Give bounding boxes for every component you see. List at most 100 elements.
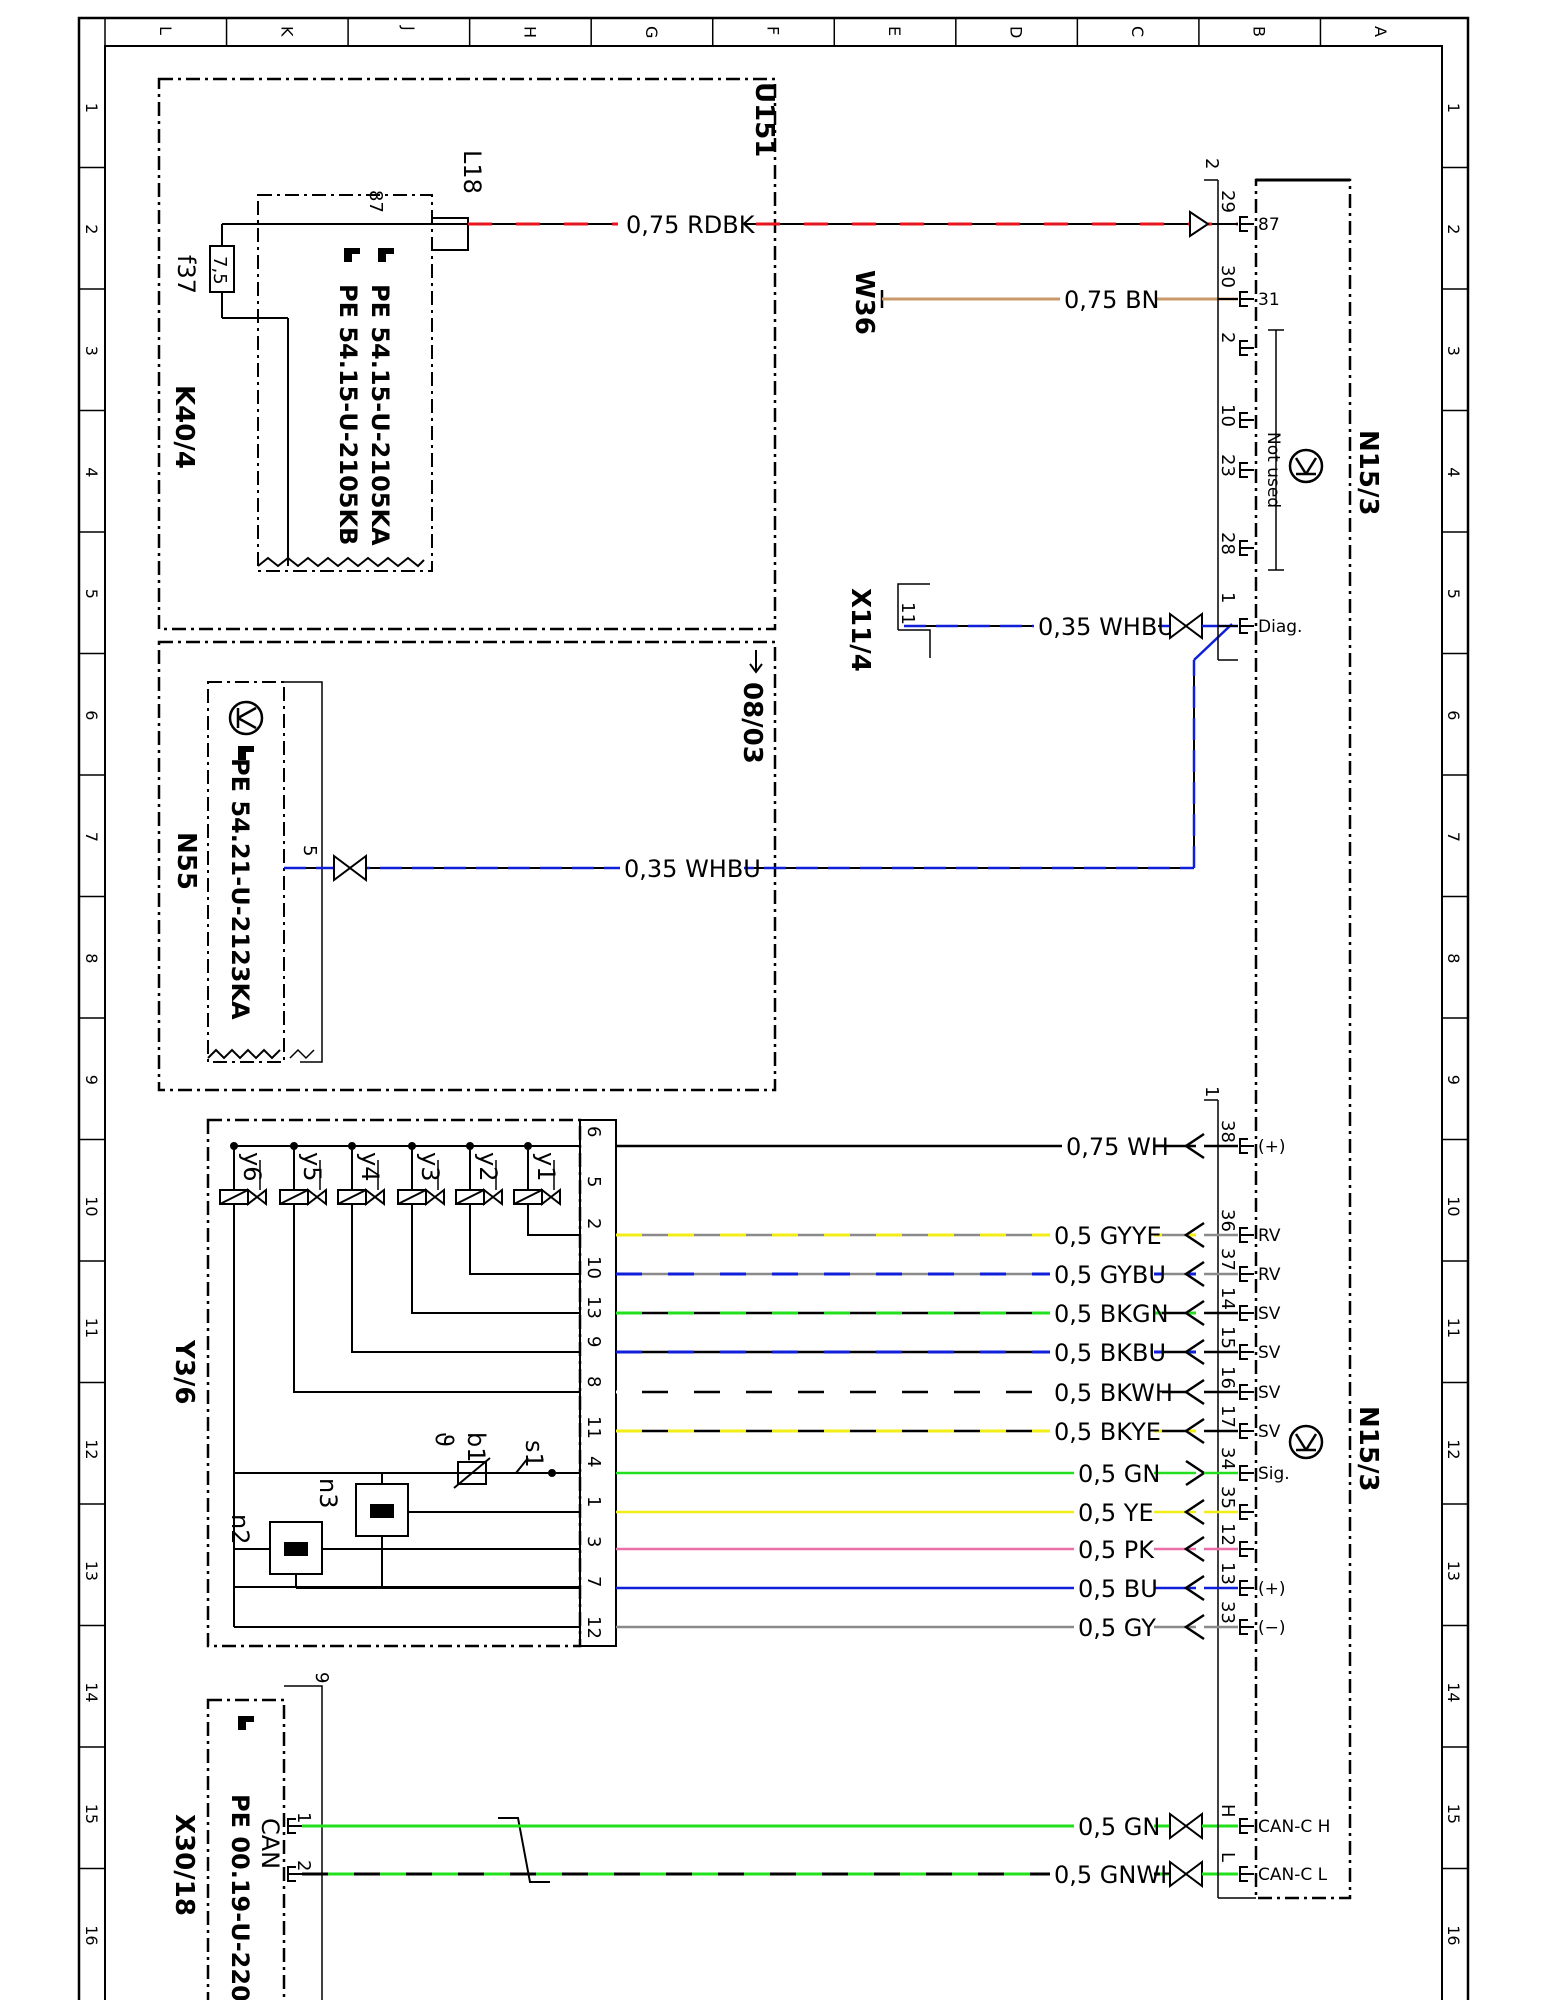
pin-marker	[1239, 1541, 1254, 1557]
grid-row-number: 9	[82, 1075, 101, 1085]
wire-rdbk-label: 0,75 RDBK	[626, 211, 756, 239]
n55-outer-box	[157, 640, 777, 1092]
pin-function: (+)	[1258, 1579, 1286, 1599]
wire-label-bg	[1050, 1261, 1154, 1287]
can-label: CAN	[256, 1818, 284, 1869]
can-connector	[1169, 1812, 1203, 1840]
pin-marker	[1239, 1866, 1254, 1882]
pin-function: RV	[1258, 1226, 1281, 1246]
grid-row-number: 6	[82, 710, 101, 720]
y36-pin-number: 1	[583, 1496, 604, 1507]
valve-coil-diag	[337, 1189, 367, 1205]
wire-label-bg	[1050, 1379, 1154, 1405]
grid-row-number: 1	[1444, 103, 1463, 113]
wire-label: 0,5 YE	[1078, 1499, 1154, 1527]
wire-label-bg	[1050, 1222, 1154, 1248]
y36-pin-number: 5	[583, 1176, 604, 1187]
pin-marker	[1239, 1138, 1254, 1154]
y36-pin-number: 8	[583, 1376, 604, 1387]
wire-label: 0,5 BKYE	[1054, 1418, 1161, 1446]
valve-node	[408, 1142, 416, 1150]
wire-arrow	[1183, 1498, 1205, 1526]
pin-function: (+)	[1258, 1137, 1286, 1157]
wire-label-bg	[1074, 1460, 1154, 1486]
pin-function: SV	[1258, 1343, 1281, 1363]
valve-label: y2	[474, 1152, 502, 1181]
pin-number: 16	[1217, 1366, 1238, 1389]
wire-label: 0,5 GYBU	[1054, 1261, 1166, 1289]
wire-arrow	[1183, 1417, 1205, 1445]
pin-marker	[1239, 1619, 1254, 1635]
ref-arrow-icon	[749, 650, 763, 674]
pin-number: 14	[1217, 1287, 1238, 1310]
grid-row-number: 3	[82, 346, 101, 356]
wire-bn-label: 0,75 BN	[1064, 286, 1159, 314]
wire-whbu2-label-bg	[620, 856, 744, 880]
grid-letter: D	[1007, 26, 1026, 38]
grid-row-number: 4	[82, 467, 101, 477]
valve-label: y1	[532, 1152, 560, 1181]
switch-s1	[515, 1457, 580, 1477]
grid-letter: H	[520, 26, 539, 38]
valve-coil-diag	[513, 1189, 543, 1205]
valve-return	[411, 1204, 580, 1314]
wire-label-bg	[1050, 1339, 1154, 1365]
n55-break	[207, 1048, 281, 1060]
pin-marker	[1239, 1227, 1254, 1243]
wire-arrow	[1183, 1299, 1205, 1327]
grid-row-number: 10	[82, 1196, 101, 1216]
pin-number: 35	[1217, 1486, 1238, 1509]
pin-function: 31	[1258, 290, 1280, 310]
wire-arrow	[1183, 1260, 1205, 1288]
unused-pin-number: 10	[1217, 404, 1238, 427]
grid-row-number: 4	[1444, 467, 1463, 477]
unused-pin-number: 2	[1217, 332, 1238, 343]
wire-label-bg	[1050, 1418, 1154, 1444]
valve-node	[348, 1142, 356, 1150]
valve-symbol	[541, 1187, 561, 1207]
grid-letter: B	[1250, 26, 1269, 37]
pin-function: Diag.	[1258, 617, 1302, 637]
s1-label: s1	[520, 1440, 548, 1468]
can-pin: H	[1217, 1804, 1238, 1818]
x30-18-box	[206, 1698, 286, 2000]
k40-4-label: K40/4	[169, 385, 199, 469]
fuse-f37	[209, 223, 289, 566]
grid-row-number: 14	[82, 1682, 101, 1702]
x30-18-bracket	[284, 1685, 323, 2000]
x11-4-label: X11/4	[845, 588, 875, 672]
k40-4-box	[257, 194, 433, 572]
y36-pin-number: 7	[583, 1576, 604, 1587]
pin-function: Sig.	[1258, 1464, 1290, 1484]
pin-number: 30	[1217, 265, 1238, 288]
n55-box	[207, 681, 285, 1063]
n55-bracket	[284, 681, 323, 1063]
valve-node	[524, 1142, 532, 1150]
pin-number: 34	[1217, 1447, 1238, 1470]
pin-function: SV	[1258, 1304, 1281, 1324]
pin-number: 37	[1217, 1248, 1238, 1271]
wire-label-bg	[1074, 1575, 1154, 1601]
pe-k40-a: PE 54.15-U-2105KA	[366, 284, 394, 546]
grid-letter: A	[1371, 26, 1390, 37]
wire-label-bg	[1074, 1499, 1154, 1525]
grid-row-number: 5	[82, 589, 101, 599]
unused-pin-number: 28	[1217, 532, 1238, 555]
pin-marker	[1239, 1266, 1254, 1282]
n55-label: N55	[171, 832, 201, 890]
wire-label-bg	[1074, 1536, 1154, 1562]
grid-row-number: 14	[1444, 1682, 1463, 1702]
grid-row-number: 2	[82, 224, 101, 234]
transistor-icon	[228, 700, 264, 736]
valve-label: y6	[238, 1152, 266, 1181]
valve-symbol	[483, 1187, 503, 1207]
connector-n55	[333, 854, 367, 882]
valve-coil-diag	[279, 1189, 309, 1205]
sensor-n3	[355, 1483, 409, 1537]
wire-whbu-label: 0,35 WHBU	[1038, 613, 1175, 641]
